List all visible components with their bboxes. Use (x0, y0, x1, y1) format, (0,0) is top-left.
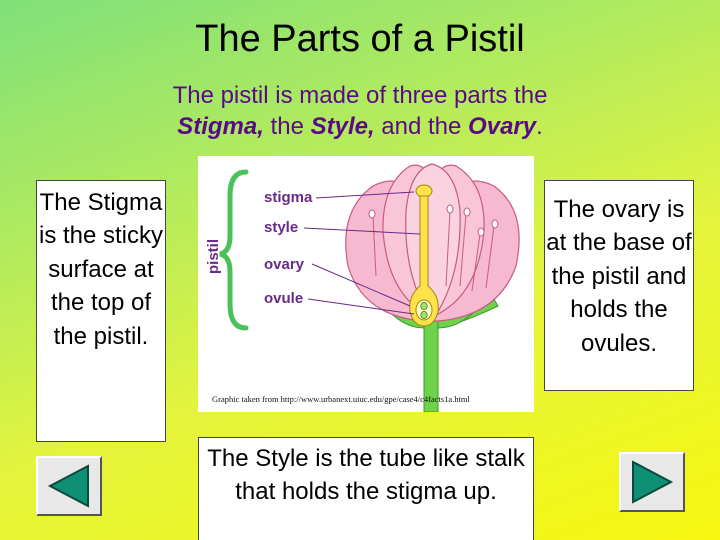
ovary-description-box: The ovary is at the base of the pistil a… (544, 180, 694, 391)
subtitle-line-2: Stigma, the Style, and the Ovary. (60, 111, 660, 142)
label-style: style (264, 219, 298, 236)
ovary-term: Ovary (468, 113, 537, 140)
subtitle-period: . (536, 113, 543, 140)
subtitle-the: the (263, 113, 311, 140)
page-title: The Parts of a Pistil (195, 18, 525, 60)
subtitle: The pistil is made of three parts the St… (60, 80, 660, 142)
label-ovule: ovule (264, 290, 303, 307)
label-stigma: stigma (264, 189, 313, 206)
label-leader-lines (303, 191, 421, 315)
triangle-left-icon (47, 464, 89, 508)
label-pistil: pistil (205, 239, 222, 274)
subtitle-line-1: The pistil is made of three parts the (172, 82, 548, 109)
style-term: Style, (310, 113, 375, 140)
ovule-top (420, 301, 428, 310)
triangle-right-icon (632, 460, 674, 504)
next-button[interactable] (619, 452, 685, 512)
pistil-diagram-graphic: pistil stigma style ovary ovule (205, 163, 520, 413)
pistil-bracket (219, 169, 249, 331)
previous-button[interactable] (36, 456, 102, 516)
ovule-bottom (420, 310, 428, 319)
pistil-stigma (415, 184, 433, 198)
image-credit: Graphic taken from http://www.urbanext.u… (212, 394, 470, 404)
style-description-box: The Style is the tube like stalk that ho… (198, 437, 534, 540)
stigma-description-box: The Stigma is the sticky surface at the … (36, 180, 166, 442)
stigma-term: Stigma, (177, 113, 264, 140)
flower-stamens (368, 204, 499, 292)
subtitle-and-the: and the (374, 113, 469, 140)
pistil-style (409, 195, 439, 327)
pistil-diagram: pistil stigma style ovary ovule (198, 156, 534, 413)
label-ovary: ovary (264, 256, 305, 273)
